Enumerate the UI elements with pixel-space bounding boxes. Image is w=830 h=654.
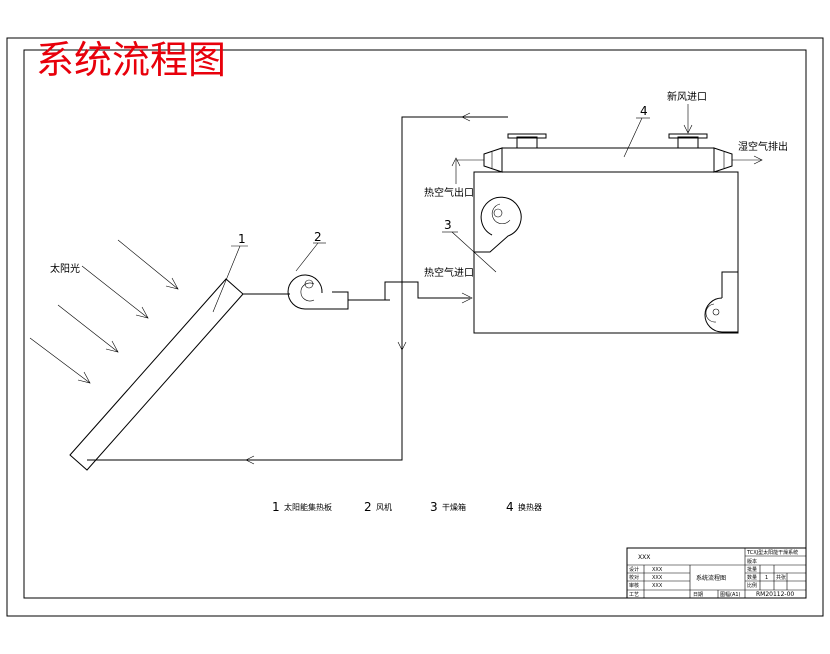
tb-row-1: 设计 [629, 566, 639, 573]
tb-project: TCXJ型太阳能干燥系统 [746, 549, 798, 556]
legend-text-2: 风机 [376, 502, 392, 512]
legend-num-2: 2 [364, 500, 372, 514]
tb-version-label: 版本 [747, 558, 757, 565]
drying-box [473, 171, 739, 334]
tb-company: XXX [638, 554, 650, 561]
tb-sign-1: XXX [652, 567, 663, 573]
dryer-fan-upper [474, 196, 522, 253]
dryer-fan-lower [704, 271, 739, 333]
humid-air-exhaust-label: 湿空气排出 [738, 140, 788, 153]
tb-batch-label: 批量 [747, 566, 757, 573]
legend-text-1: 太阳能集热板 [284, 502, 332, 512]
dryer-number: 3 [444, 218, 452, 232]
diagram-title: 系统流程图 [36, 38, 226, 82]
tb-scale-value: 1 [765, 575, 768, 581]
hot-air-inlet-label: 热空气进口 [424, 266, 474, 279]
heat-exchanger [483, 133, 733, 173]
tb-sign-2: XXX [652, 575, 663, 581]
inner-border [23, 49, 807, 599]
exchanger-number: 4 [640, 104, 648, 118]
title-block: XXX TCXJ型太阳能干燥系统 设计 校对 审核 工艺 XXX XXX XXX… [626, 547, 807, 599]
tb-date-label: 日期 [693, 592, 703, 598]
tb-row-3: 审核 [629, 582, 639, 589]
outer-border [6, 37, 824, 617]
hot-air-outlet-label: 热空气出口 [424, 186, 474, 199]
sunlight-label: 太阳光 [50, 262, 80, 275]
tb-sign-3: XXX [652, 583, 663, 589]
tb-sheet-label: 共张 [776, 574, 786, 581]
tb-row-4: 工艺 [629, 592, 639, 598]
legend-num-4: 4 [506, 500, 514, 514]
tb-scale-label: 比例 [747, 582, 757, 589]
tb-drawing-no: RM20112-00 [756, 591, 794, 598]
tb-row-2: 校对 [629, 574, 639, 581]
sunlight-arrows [29, 239, 179, 384]
tb-format-label: 图幅(A1) [720, 591, 741, 598]
fan-number: 2 [314, 230, 322, 244]
legend-text-3: 干燥箱 [442, 502, 466, 512]
legend-text-4: 换热器 [518, 502, 542, 512]
return-pipe [87, 116, 508, 461]
tb-drawing-name: 系统流程图 [696, 574, 726, 582]
fan [287, 274, 349, 310]
component-legend: 1 太阳能集热板 2 风机 3 干燥箱 4 换热器 [272, 500, 542, 514]
solar-collector-plate [69, 278, 244, 471]
tb-qty-label: 数量 [747, 574, 757, 581]
collector-number: 1 [238, 232, 246, 246]
fresh-air-inlet-label: 新风进口 [667, 90, 707, 103]
legend-num-3: 3 [430, 500, 438, 514]
legend-num-1: 1 [272, 500, 280, 514]
